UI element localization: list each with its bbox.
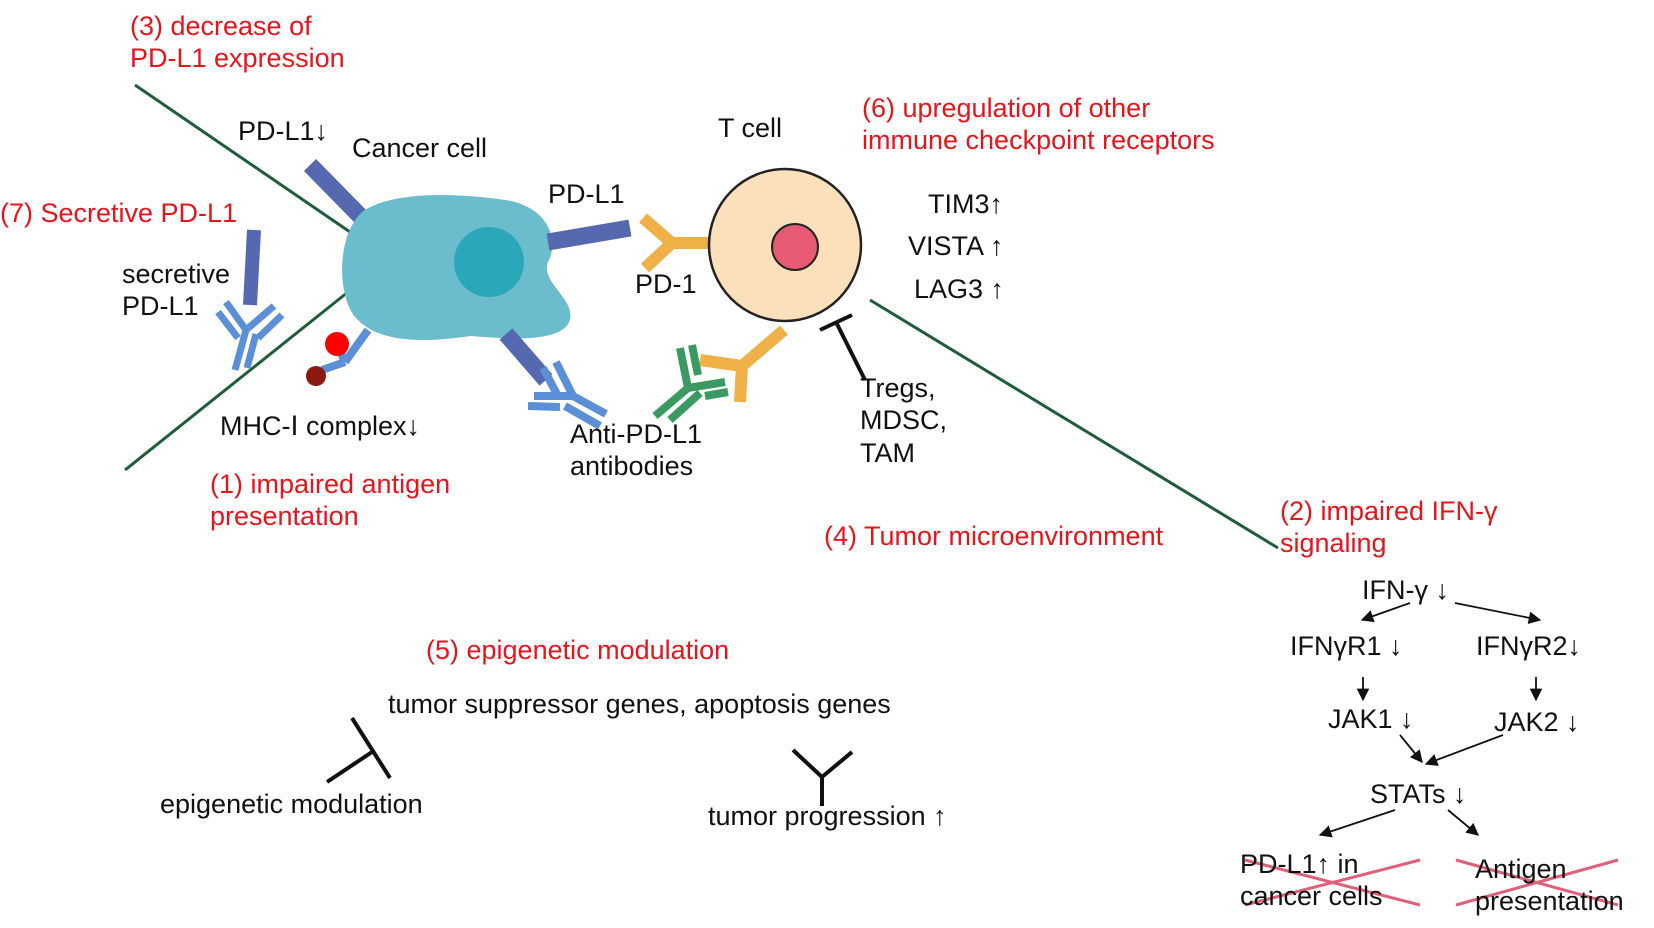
genes-label: tumor suppressor genes, apoptosis genes <box>388 689 891 719</box>
jak2-label: JAK2 ↓ <box>1494 707 1580 737</box>
pd1-receptor <box>639 213 712 273</box>
tim3-label: TIM3↑ <box>928 189 1004 219</box>
ifngr2-label: IFNγR2↓ <box>1476 631 1582 661</box>
mechanism-4-label: (4) Tumor microenvironment <box>824 521 1164 551</box>
secretive-pdl1-molecule <box>243 229 261 306</box>
mechanism-5-label: (5) epigenetic modulation <box>426 635 730 665</box>
mechanism-3-label: (3) decrease of PD-L1 expression <box>130 11 345 74</box>
cancer-cell-label: Cancer cell <box>352 133 488 163</box>
mechanism-6-label: (6) upregulation of other immune checkpo… <box>862 93 1215 156</box>
t-cell-nucleus <box>771 223 819 271</box>
ifng-label: IFN-γ ↓ <box>1362 575 1449 605</box>
divider-line-right <box>869 298 1279 550</box>
pdl1-receptor-top <box>303 159 369 224</box>
divider-line-top-left <box>134 83 351 234</box>
cancer-cell-nucleus <box>454 227 524 297</box>
pdl1-receptor-lower <box>499 328 553 386</box>
tumor-progression-symbol <box>791 748 854 806</box>
tcell-inhibition-symbol <box>819 313 867 381</box>
antigen-peptide-red <box>325 332 349 356</box>
pdl1-label: PD-L1 <box>548 179 625 209</box>
epigenetic-inhibition-symbol <box>325 716 392 784</box>
antigen-output-label: Antigen presentation <box>1475 854 1624 917</box>
cross-antigen-output <box>1455 858 1619 907</box>
pd1-label: PD-1 <box>635 269 697 299</box>
anti-pdl1-label: Anti-PD-L1 antibodies <box>570 419 703 482</box>
anti-pdl1-antibody-green <box>652 344 729 423</box>
secretive-pdl1-antibody <box>215 299 285 371</box>
mechanism-7-label: (7) Secretive PD-L1 <box>0 198 238 228</box>
anti-pdl1-antibody-blue <box>527 360 608 430</box>
vista-label: VISTA ↑ <box>908 231 1004 261</box>
mechanism-2-label: (2) impaired IFN-γ signaling <box>1280 496 1498 559</box>
pdl1-receptor <box>546 219 632 251</box>
ifn-pathway-arrows <box>1318 602 1543 838</box>
pdl1-output-label: PD-L1↑ in cancer cells <box>1240 849 1383 912</box>
secretive-pdl1-label: secretive PD-L1 <box>122 259 231 322</box>
tumor-progression-label: tumor progression ↑ <box>708 801 947 831</box>
mechanism-1-label: (1) impaired antigen presentation <box>210 469 451 532</box>
mhc-complex-label: MHC-Ⅰ complex↓ <box>220 411 420 441</box>
pdl1-down-label: PD-L1↓ <box>238 116 329 146</box>
divider-line-bottom-left <box>124 290 349 472</box>
cross-pdl1-output <box>1244 858 1421 907</box>
antigen-peptide-brown <box>306 366 326 386</box>
stats-label: STATs ↓ <box>1370 779 1467 809</box>
ifngr1-label: IFNγR1 ↓ <box>1290 631 1403 661</box>
lag3-label: LAG3 ↑ <box>914 274 1005 304</box>
t-cell-label: T cell <box>718 113 783 143</box>
pd1-receptor-lower <box>699 325 788 403</box>
suppressor-cells-label: Tregs, MDSC, TAM <box>860 373 947 468</box>
jak1-label: JAK1 ↓ <box>1328 704 1414 734</box>
epigenetic-modulation-label: epigenetic modulation <box>160 789 423 819</box>
